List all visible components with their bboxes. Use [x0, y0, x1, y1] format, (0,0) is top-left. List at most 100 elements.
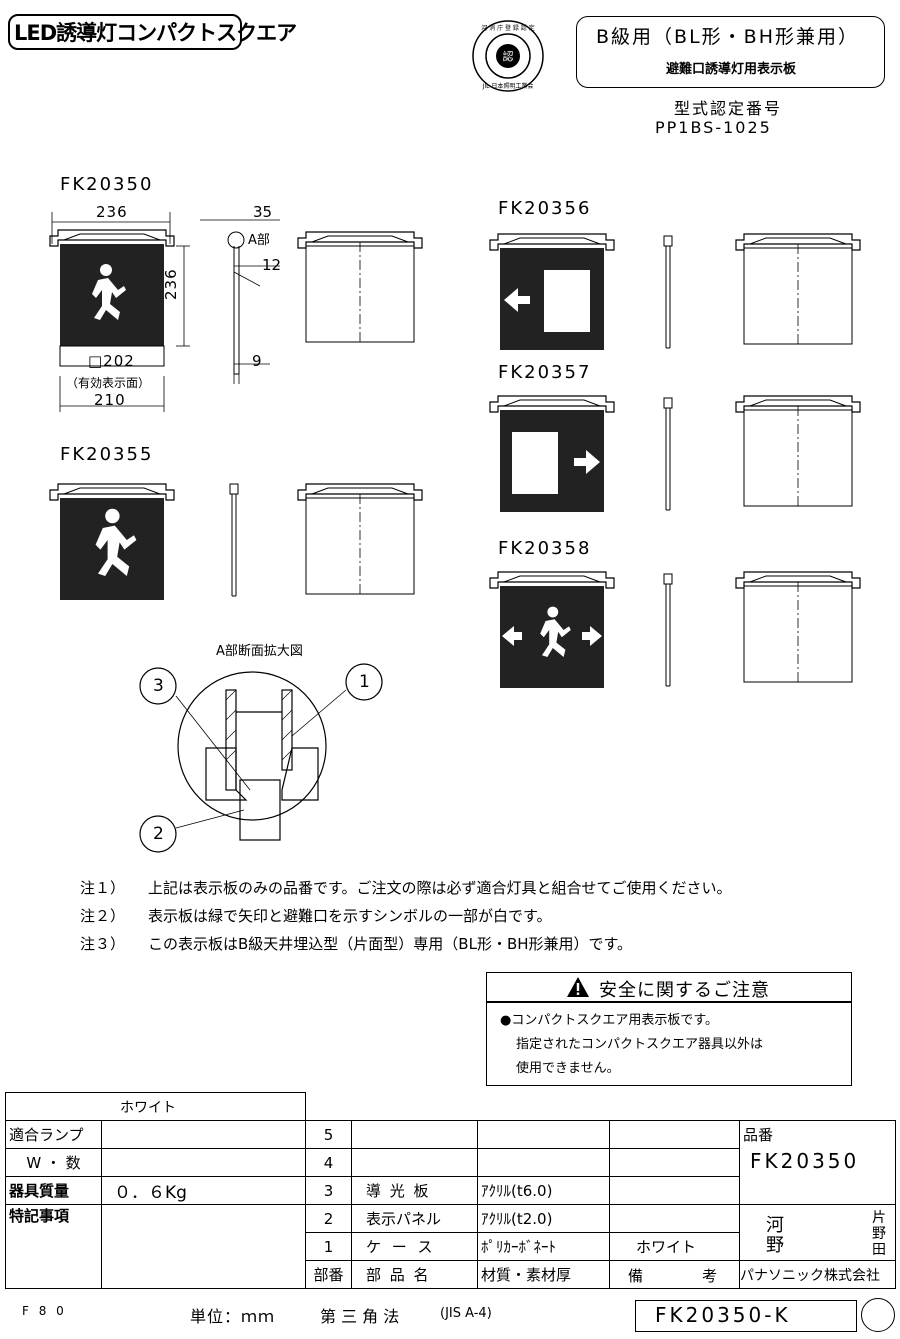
revision-circle [861, 1298, 895, 1332]
detail-title: A部断面拡大図 [216, 644, 303, 659]
header-part-name: 部 品 名 [351, 1260, 478, 1289]
note-1-text: 上記は表示板のみの品番です。ご注文の際は必ず適合灯具と組合せてご使用ください。 [148, 879, 732, 897]
product-title: LED誘導灯コンパクトスクエア [14, 21, 297, 45]
footer-unit: 単位：ｍｍ [190, 1307, 276, 1326]
callout-3: 3 [153, 676, 164, 696]
signature-cell: 河 野 片 野 田 [739, 1204, 896, 1261]
wattage-label: W ・ 数 [5, 1148, 102, 1177]
callout-2: 2 [153, 824, 164, 844]
part-number-value: FK20350 [739, 1148, 896, 1205]
sig-4: 野 [872, 1226, 886, 1242]
part-note-3 [609, 1176, 740, 1205]
sig-2: 野 [766, 1235, 784, 1256]
model-label-fk20356: FK20356 [498, 198, 592, 219]
dim-12: 12 [262, 256, 282, 274]
sig-3: 片 [872, 1210, 886, 1226]
part-name-2: 表示パネル [351, 1204, 478, 1233]
footer-code: F 8 0 [22, 1304, 67, 1318]
model-label-fk20350: FK20350 [60, 174, 154, 195]
part-material-4 [477, 1148, 610, 1177]
part-note-1: ホワイト [609, 1232, 740, 1261]
table-row: 適合ランプ 5 品番 [5, 1120, 896, 1149]
special-label: 特記事項 [5, 1204, 102, 1261]
svg-text:河 消 庁 登 録 認 定: 河 消 庁 登 録 認 定 [481, 24, 534, 32]
part-name-5 [351, 1120, 478, 1149]
part-name-3: 導 光 板 [351, 1176, 478, 1205]
model-label-fk20357: FK20357 [498, 362, 592, 383]
caution-line-3: 使用できません。 [516, 1061, 620, 1076]
dim-depth-35: 35 [253, 203, 273, 221]
svg-text:JIL 日本照明工業会: JIL 日本照明工業会 [482, 82, 534, 90]
a-part-label: A部 [248, 233, 270, 248]
header-note: 備 考 [609, 1260, 740, 1289]
note-3-number: 注３） [80, 935, 126, 953]
dim-width-236: 236 [96, 203, 128, 221]
part-note-4 [609, 1148, 740, 1177]
empty-cell [101, 1260, 306, 1289]
footer-projection: 第 三 角 法 [320, 1307, 400, 1326]
title-block-table: 適合ランプ 5 品番 W ・ 数 4 FK20350 器具質量 ０．６Kg 3 … [5, 1120, 896, 1289]
special-value [101, 1204, 306, 1261]
part-material-2: ｱｸﾘﾙ(t2.0) [477, 1204, 610, 1233]
mass-value: ０．６Kg [101, 1176, 306, 1205]
table-row: 特記事項 2 表示パネル ｱｸﾘﾙ(t2.0) 河 野 片 野 田 [5, 1204, 896, 1261]
lamp-value [101, 1120, 306, 1149]
company-name: パナソニック株式会社 [739, 1260, 896, 1289]
class-sub: 避難口誘導灯用表示板 [666, 62, 797, 77]
row-number-4: 4 [305, 1148, 352, 1177]
sig-1: 河 [766, 1215, 784, 1236]
wattage-value [101, 1148, 306, 1177]
mass-label: 器具質量 [5, 1176, 102, 1205]
table-row: W ・ 数 4 FK20350 [5, 1148, 896, 1205]
dim-9: 9 [252, 352, 262, 370]
empty-cell [5, 1260, 102, 1289]
svg-text:認: 認 [503, 49, 514, 63]
caution-line-1: ●コンパクトスクエア用表示板です。 [500, 1013, 719, 1028]
model-label-fk20355: FK20355 [60, 444, 154, 465]
row-number-5: 5 [305, 1120, 352, 1149]
warning-icon [567, 977, 589, 997]
dim-height-236: 236 [162, 268, 180, 300]
note-3-text: この表示板はB級天井埋込型（片面型）専用（BL形・BH形兼用）です。 [148, 935, 633, 953]
note-2-text: 表示板は緑で矢印と避難口を示すシンボルの一部が白です。 [148, 907, 552, 925]
row-number-2: 2 [305, 1204, 352, 1233]
note-1-number: 注１） [80, 879, 126, 897]
callout-1: 1 [359, 672, 370, 692]
class-main: B級用（BL形・BH形兼用） [596, 26, 859, 48]
title-box [8, 14, 242, 50]
drawing-number: FK20350-K [655, 1303, 791, 1327]
row-number-1: 1 [305, 1232, 352, 1261]
row-number-3: 3 [305, 1176, 352, 1205]
caution-title: 安全に関するご注意 [599, 980, 770, 1001]
table-header-row: 部番 部 品 名 材質・素材厚 備 考 パナソニック株式会社 [5, 1260, 896, 1289]
lamp-label: 適合ランプ [5, 1120, 102, 1149]
note-2-number: 注２） [80, 907, 126, 925]
header-note-1: 備 [628, 1267, 644, 1285]
technical-drawings [49, 212, 900, 853]
part-material-1: ﾎﾟﾘｶｰﾎﾞﾈｰﾄ [477, 1232, 610, 1261]
part-name-4 [351, 1148, 478, 1177]
sig-5: 田 [872, 1242, 886, 1258]
header-material: 材質・素材厚 [477, 1260, 610, 1289]
dim-width-210: 210 [94, 391, 126, 409]
part-material-3: ｱｸﾘﾙ(t6.0) [477, 1176, 610, 1205]
header-part-no: 部番 [305, 1260, 352, 1289]
part-name-1: ケ ー ス [351, 1232, 478, 1261]
header-note-2: 考 [702, 1267, 718, 1285]
model-label-fk20358: FK20358 [498, 538, 592, 559]
color-header-box [5, 1092, 306, 1121]
cert-label: 型式認定番号 [674, 99, 783, 118]
part-note-5 [609, 1120, 740, 1149]
dim-effective-label: （有効表示面） [66, 376, 151, 390]
drawing-number-box [635, 1300, 857, 1332]
cert-number: PP1BS-1025 [655, 118, 772, 137]
color-label: ホワイト [120, 1100, 176, 1116]
jil-certification-seal: 認 河 消 庁 登 録 認 定 JIL 日本照明工業会 [472, 20, 544, 92]
caution-box [486, 972, 852, 1086]
part-number-label: 品番 [739, 1120, 896, 1149]
table-row: 器具質量 ０．６Kg 3 導 光 板 ｱｸﾘﾙ(t6.0) [5, 1176, 896, 1205]
footer-standard: (JIS A-4) [440, 1306, 492, 1321]
dim-effective-202: □202 [88, 352, 135, 370]
caution-line-2: 指定されたコンパクトスクエア器具以外は [516, 1037, 764, 1052]
part-note-2 [609, 1204, 740, 1233]
